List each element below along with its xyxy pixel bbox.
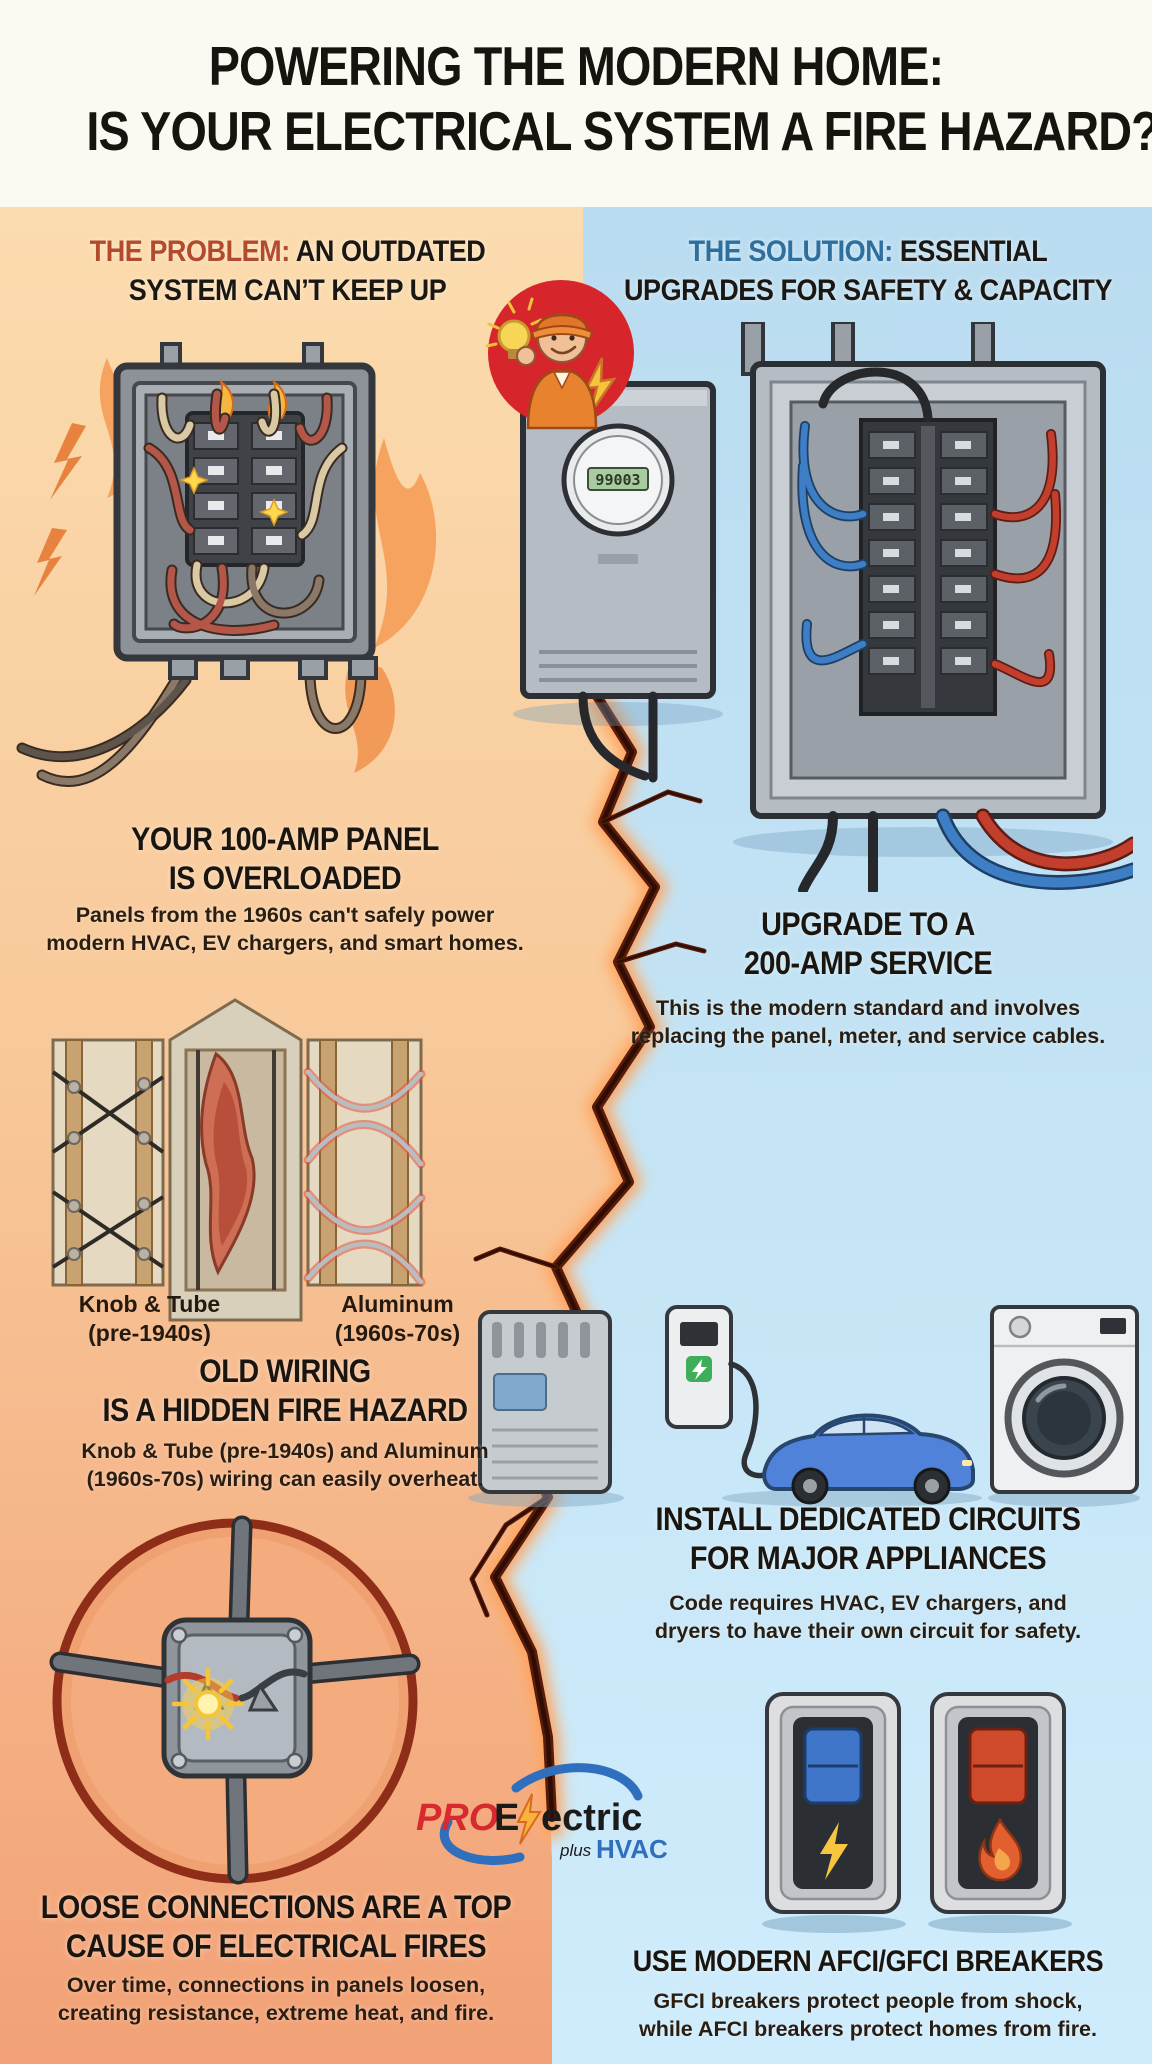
label-line: (1960s-70s) (334, 1319, 461, 1346)
solution-circuits-body: Code requires HVAC, EV chargers, and dry… (592, 1590, 1144, 1646)
problem-connections-body: Over time, connections in panels loosen,… (0, 1972, 552, 2028)
mascot-figure (516, 313, 598, 430)
afci-breaker (765, 1692, 901, 1914)
solution-breakers-body: GFCI breakers protect people from shock,… (592, 1988, 1144, 2044)
solution-circuits-heading: INSTALL DEDICATED CIRCUITS FOR MAJOR APP… (592, 1500, 1144, 1578)
body-line: (1960s-70s) wiring can easily overheat. (86, 1466, 484, 1491)
heading-line: INSTALL DEDICATED CIRCUITS (655, 1501, 1081, 1537)
body-line: Knob & Tube (pre-1940s) and Aluminum (81, 1439, 489, 1463)
panel-bottom-sleeves (168, 656, 378, 680)
meter-lcd (587, 467, 649, 491)
spark-bolt-icon (34, 423, 86, 596)
heading-line: IS OVERLOADED (168, 860, 402, 897)
ev-charger (665, 1305, 772, 1479)
logo-bolt-icon (516, 1793, 542, 1845)
flame-icon (978, 1817, 1023, 1882)
heading-line: FOR MAJOR APPLIANCES (689, 1540, 1047, 1577)
problem-connections-heading: LOOSE CONNECTIONS ARE A TOP CAUSE OF ELE… (0, 1888, 552, 1966)
logo-ectric: ectric (541, 1797, 642, 1839)
solution-service-heading: UPGRADE TO A 200-AMP SERVICE (592, 905, 1144, 983)
company-logo: PRO E ectric plus HVAC (416, 1763, 668, 1865)
body-line: Panels from the 1960s can't safely power (75, 903, 495, 927)
neat-wires (797, 367, 1062, 688)
label-line: Aluminum (341, 1291, 454, 1317)
body-line: Code requires HVAC, EV chargers, and (669, 1591, 1067, 1615)
page-title-line2: IS YOUR ELECTRICAL SYSTEM A FIRE HAZARD? (86, 99, 1152, 162)
body-line: while AFCI breakers protect homes from f… (639, 2016, 1097, 2041)
heading-line: IS A HIDDEN FIRE HAZARD (102, 1392, 468, 1429)
label-line: (pre-1940s) (88, 1319, 211, 1346)
problem-header-line2: SYSTEM CAN’T KEEP UP (128, 274, 447, 307)
solution-header-line2: UPGRADES FOR SAFETY & CAPACITY (623, 274, 1113, 307)
overloaded-panel-illustration (16, 342, 437, 787)
lightbulb-icon (485, 297, 543, 359)
solution-label: THE SOLUTION: (688, 235, 894, 268)
body-line: modern HVAC, EV chargers, and smart home… (46, 930, 524, 955)
body-line: creating resistance, extreme heat, and f… (57, 2000, 495, 2025)
dryer (990, 1305, 1139, 1494)
knob-and-tube-label: Knob & Tube (pre-1940s) (42, 1290, 257, 1348)
heading-line: YOUR 100-AMP PANEL (131, 821, 439, 857)
appliances-illustration (468, 1305, 1140, 1507)
modern-breakers-illustration (762, 1692, 1072, 1933)
problem-label: THE PROBLEM: (89, 235, 291, 268)
junction-box-illustration (49, 1515, 421, 1885)
problem-panel-heading: YOUR 100-AMP PANEL IS OVERLOADED (15, 820, 555, 898)
problem-header-line1: THE PROBLEM: AN OUTDATED (38, 232, 538, 271)
breaker-block (185, 411, 305, 567)
spark-icon (178, 466, 290, 527)
label-line: Knob & Tube (78, 1291, 221, 1317)
body-line: Over time, connections in panels loosen, (66, 1973, 486, 1997)
lightning-bolt-icon (820, 1822, 848, 1880)
body-line: dryers to have their own circuit for saf… (654, 1618, 1082, 1643)
logo-swoosh (439, 1763, 643, 1865)
tangled-wires (16, 388, 367, 787)
flame-icon (99, 358, 437, 773)
logo-hvac: HVAC (596, 1834, 668, 1864)
conduit-pipes (49, 1515, 421, 1885)
heading-line: UPGRADE TO A (761, 906, 975, 942)
logo-e: E (494, 1797, 519, 1839)
problem-wiring-heading: OLD WIRING IS A HIDDEN FIRE HAZARD (15, 1352, 555, 1430)
body-line: GFCI breakers protect people from shock, (653, 1989, 1083, 2013)
solution-headline-rest: ESSENTIAL (899, 235, 1048, 268)
heading-line: CAUSE OF ELECTRICAL FIRES (65, 1928, 487, 1965)
electric-meter-box: 99003 (520, 381, 716, 699)
knob-and-tube-panel (51, 1038, 165, 1287)
page-title-line1: POWERING THE MODERN HOME: (208, 35, 944, 97)
heading-line: LOOSE CONNECTIONS ARE A TOP (40, 1889, 512, 1925)
old-wiring-illustration (51, 998, 426, 1322)
solution-header-line1: THE SOLUTION: ESSENTIAL (620, 232, 1117, 271)
problem-column-header: THE PROBLEM: AN OUTDATED SYSTEM CAN’T KE… (10, 232, 565, 310)
heading-line: 200-AMP SERVICE (743, 945, 993, 982)
gfci-breaker (930, 1692, 1066, 1914)
meter-reading: 99003 (595, 471, 640, 489)
aluminum-wiring-panel (303, 1038, 426, 1287)
solution-column-header: THE SOLUTION: ESSENTIAL UPGRADES FOR SAF… (592, 232, 1144, 310)
hvac-unit (478, 1310, 612, 1494)
problem-panel-body: Panels from the 1960s can't safely power… (15, 902, 555, 958)
body-line: This is the modern standard and involves (655, 996, 1081, 1020)
spark-icon (171, 1667, 245, 1741)
logo-plus: plus (559, 1841, 592, 1860)
page-title: POWERING THE MODERN HOME: IS YOUR ELECTR… (0, 34, 1152, 164)
upgraded-service-illustration: 99003 (513, 322, 1133, 892)
heading-line: USE MODERN AFCI/GFCI BREAKERS (632, 1945, 1104, 1978)
electrician-mascot (485, 280, 634, 430)
heading-line: OLD WIRING (199, 1353, 371, 1389)
problem-headline-rest: AN OUTDATED (295, 235, 486, 268)
aluminum-label: Aluminum (1960s-70s) (290, 1290, 505, 1348)
service-cables (578, 691, 1133, 892)
solution-service-body: This is the modern standard and involves… (592, 995, 1144, 1051)
body-line: replacing the panel, meter, and service … (630, 1023, 1106, 1048)
problem-wiring-body: Knob & Tube (pre-1940s) and Aluminum (19… (15, 1438, 555, 1494)
main-panel-box (750, 361, 1106, 819)
electric-car (761, 1413, 975, 1505)
insulation-closeup-panel (168, 998, 303, 1322)
solution-breakers-heading: USE MODERN AFCI/GFCI BREAKERS (592, 1944, 1144, 1981)
logo-pro: PRO (416, 1797, 498, 1839)
